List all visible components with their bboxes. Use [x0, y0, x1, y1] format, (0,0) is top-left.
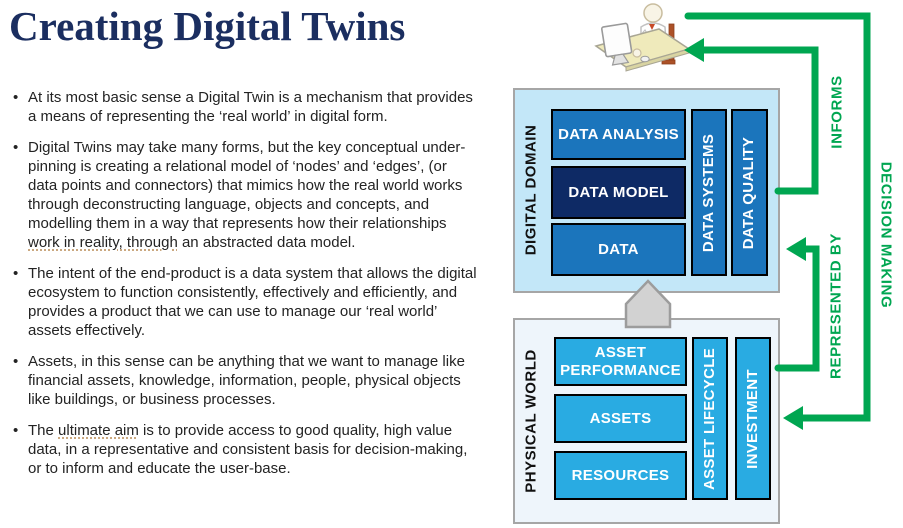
data-systems-label: DATA SYSTEMS	[700, 133, 718, 252]
represented-by-arrow-label: REPRESENTED BY	[827, 233, 845, 379]
digital-domain-label: DIGITAL DOMAIN	[522, 124, 540, 256]
bullet-item: Assets, in this sense can be anything th…	[10, 352, 478, 409]
decision-making-arrow-label: DECISION MAKING	[877, 161, 895, 309]
grammar-underline-text: work in reality, through	[28, 234, 178, 251]
asset-lifecycle-box: ASSET LIFECYCLE	[692, 337, 728, 500]
grammar-underline-text: ultimate aim	[58, 422, 139, 439]
data-quality-label: DATA QUALITY	[740, 136, 758, 249]
bullet-text: At its most basic sense a Digital Twin i…	[28, 89, 473, 125]
bullet-item: At its most basic sense a Digital Twin i…	[10, 88, 478, 126]
page-title: Creating Digital Twins	[9, 3, 406, 49]
asset-performance-box: ASSET PERFORMANCE	[554, 337, 687, 386]
bullet-item: Digital Twins may take many forms, but t…	[10, 138, 478, 252]
physical-world-panel: PHYSICAL WORLD ASSET PERFORMANCE ASSETS …	[513, 318, 780, 524]
person-hand	[632, 48, 642, 58]
data-model-box: DATA MODEL	[551, 166, 686, 219]
investment-box: INVESTMENT	[735, 337, 771, 500]
asset-lifecycle-label: ASSET LIFECYCLE	[701, 347, 719, 490]
assets-box: ASSETS	[554, 394, 687, 443]
digital-domain-panel: DIGITAL DOMAIN DATA ANALYSIS DATA MODEL …	[513, 88, 780, 293]
resources-box: RESOURCES	[554, 451, 687, 500]
chair-icon	[668, 23, 675, 64]
bullet-text: is to provide access to good quality, hi…	[28, 422, 468, 477]
data-analysis-label: DATA ANALYSIS	[558, 125, 679, 143]
physical-world-label: PHYSICAL WORLD	[522, 349, 540, 493]
data-label: DATA	[598, 240, 639, 258]
bullet-text: The intent of the end-product is a data …	[28, 265, 477, 339]
resources-label: RESOURCES	[571, 466, 670, 484]
data-quality-box: DATA QUALITY	[731, 109, 768, 276]
data-systems-box: DATA SYSTEMS	[691, 109, 727, 276]
data-box: DATA	[551, 223, 686, 276]
bullet-text: Assets, in this sense can be anything th…	[28, 353, 465, 408]
person-body	[640, 22, 668, 59]
desk-icon	[594, 28, 691, 68]
asset-performance-label: ASSET PERFORMANCE	[560, 343, 681, 379]
mouse-icon	[640, 55, 650, 63]
assets-label: ASSETS	[589, 409, 652, 427]
represented-by-arrow-icon	[774, 245, 820, 372]
bullet-text: an abstracted data model.	[177, 234, 356, 251]
data-model-label: DATA MODEL	[568, 183, 669, 201]
informs-arrow-label: INFORMS	[828, 75, 846, 149]
bullet-text: Digital Twins may take many forms, but t…	[28, 139, 466, 232]
user-at-workstation-icon	[594, 3, 691, 72]
bullet-text: The	[28, 422, 59, 439]
bullet-item: The ultimate aim is to provide access to…	[10, 421, 478, 478]
monitor-icon	[600, 22, 633, 66]
bullet-list: At its most basic sense a Digital Twin i…	[10, 88, 478, 490]
person-head	[643, 3, 663, 23]
bullet-item: The intent of the end-product is a data …	[10, 264, 478, 340]
investment-label: INVESTMENT	[744, 368, 761, 469]
data-analysis-box: DATA ANALYSIS	[551, 109, 686, 160]
